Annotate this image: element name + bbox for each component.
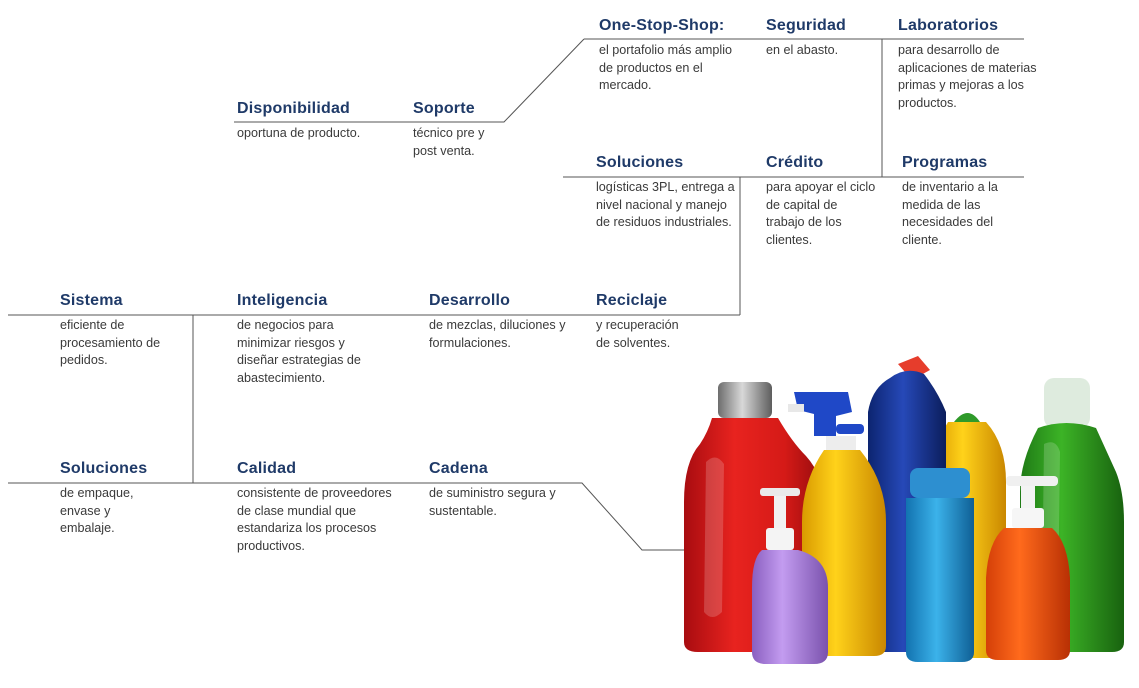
node-reciclaje: Reciclaje y recuperación de solventes. (596, 291, 726, 350)
line-bottom-row (8, 482, 700, 551)
node-text: consistente de proveedores de clase mund… (237, 486, 392, 553)
node-text: de empaque, envase y embalaje. (60, 486, 134, 535)
node-title: Sistema (60, 292, 123, 309)
node-text: eficiente de procesamiento de pedidos. (60, 318, 161, 367)
node-disponibilidad: Disponibilidad oportuna de producto. (237, 99, 407, 140)
node-laboratorios: Laboratorios para desarrollo de aplicaci… (898, 16, 1058, 110)
node-title: Programas (902, 154, 988, 171)
node-text: de suministro segura y sustentable. (429, 486, 556, 518)
node-text: logísticas 3PL, entrega a nivel nacional… (596, 180, 735, 229)
node-title: Inteligencia (237, 292, 328, 309)
node-sistema: Sistema eficiente de procesamiento de pe… (60, 291, 180, 367)
line-disponibilidad-soporte (234, 38, 585, 123)
node-title: Calidad (237, 460, 297, 477)
node-text: de inventario a la medida de las necesid… (902, 180, 998, 247)
node-text: para apoyar el ciclo de capital de traba… (766, 180, 876, 247)
node-title: Seguridad (766, 17, 847, 34)
node-title: Laboratorios (898, 17, 999, 34)
node-title: Desarrollo (429, 292, 511, 309)
node-text: de negocios para minimizar riesgos y dis… (237, 318, 361, 385)
node-title: Crédito (766, 154, 824, 171)
node-credito: Crédito para apoyar el ciclo de capital … (766, 153, 886, 247)
node-soporte: Soporte técnico pre y post venta. (413, 99, 523, 158)
node-title: One-Stop-Shop: (599, 17, 725, 34)
node-title: Reciclaje (596, 292, 668, 309)
node-text: en el abasto. (766, 43, 839, 57)
node-title: Cadena (429, 460, 488, 477)
node-text: y recuperación de solventes. (596, 318, 679, 350)
node-calidad: Calidad consistente de proveedores de cl… (237, 459, 397, 553)
node-title: Disponibilidad (237, 100, 351, 117)
node-text: técnico pre y post venta. (413, 126, 485, 158)
node-text: oportuna de producto. (237, 126, 361, 140)
orange-soap-bottle (986, 476, 1070, 660)
node-inteligencia: Inteligencia de negocios para minimizar … (237, 291, 387, 385)
node-soluciones-logisticas: Soluciones logísticas 3PL, entrega a niv… (596, 153, 741, 229)
bottles-illustration (684, 356, 1124, 664)
node-one-stop-shop: One-Stop-Shop: el portafolio más amplio … (599, 16, 749, 92)
node-soluciones-empaque: Soluciones de empaque, envase y embalaje… (60, 459, 180, 535)
node-title: Soluciones (596, 154, 684, 171)
node-text: el portafolio más amplio de productos en… (599, 43, 732, 92)
node-text: de mezclas, diluciones y formulaciones. (429, 318, 566, 350)
node-title: Soluciones (60, 460, 148, 477)
node-cadena: Cadena de suministro segura y sustentabl… (429, 459, 579, 518)
purple-soap-bottle (752, 488, 828, 664)
node-seguridad: Seguridad en el abasto. (766, 16, 886, 57)
node-text: para desarrollo de aplicaciones de mater… (898, 43, 1037, 110)
node-title: Soporte (413, 100, 475, 117)
node-desarrollo: Desarrollo de mezclas, diluciones y form… (429, 291, 579, 350)
blue-bottle (906, 468, 974, 662)
node-programas: Programas de inventario a la medida de l… (902, 153, 1032, 247)
